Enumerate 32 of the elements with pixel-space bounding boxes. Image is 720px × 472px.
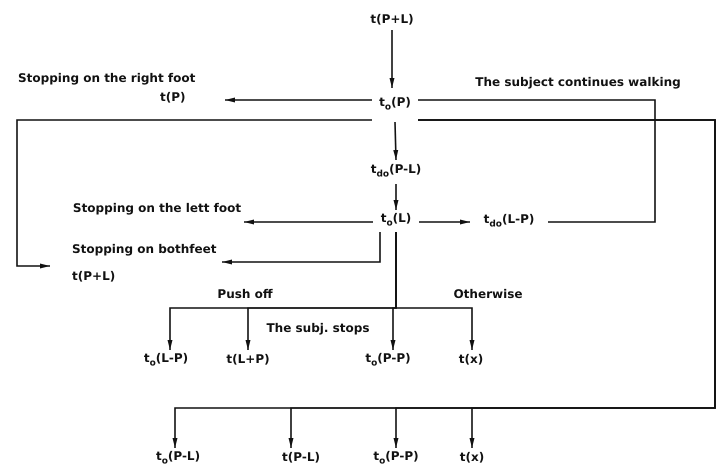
- state-label: t(P): [160, 91, 186, 104]
- arrow: [16, 119, 372, 268]
- edge-label: Otherwise: [451, 287, 525, 301]
- state-label: t$_{o}$(P): [379, 96, 411, 114]
- arrow: [222, 232, 381, 264]
- state-label: Stopping on the lett foot: [72, 202, 242, 216]
- state-label: t(x): [460, 451, 484, 465]
- state-label: t$_{o}$(P-L): [156, 450, 200, 468]
- state-label: t$_{o}$(P-P): [373, 450, 419, 468]
- state-label: t$_{o}$(P-P): [365, 352, 411, 370]
- arrow: [390, 30, 394, 88]
- arrow: [244, 220, 373, 224]
- edge-label: The subj. stops: [264, 321, 372, 335]
- edge-label: Push off: [215, 287, 275, 301]
- outcome-heading: Stopping on the right foot: [18, 72, 196, 86]
- state-label: t(P+L): [72, 270, 116, 284]
- arrow: [395, 232, 474, 350]
- arrow: [393, 122, 398, 160]
- arrow: [225, 98, 372, 102]
- state-label: t$_{o}$(L): [380, 212, 412, 230]
- arrow: [394, 184, 398, 210]
- edge-label: The subject continues walking: [473, 75, 683, 89]
- state-label: t$_{do}$(P-L): [370, 163, 422, 181]
- state-label: t(P-L): [282, 451, 320, 465]
- state-label: t$_{do}$(L-P): [484, 213, 534, 231]
- outcome-heading: Stopping on bothfeet: [72, 243, 217, 256]
- state-label: t$_{o}$(L-P): [144, 352, 188, 370]
- state-label: t(L+P): [226, 353, 270, 367]
- state-label: t(x): [458, 353, 484, 367]
- state-label: t(P+L): [370, 13, 414, 27]
- arrow: [419, 220, 470, 224]
- connector-line: [418, 99, 656, 223]
